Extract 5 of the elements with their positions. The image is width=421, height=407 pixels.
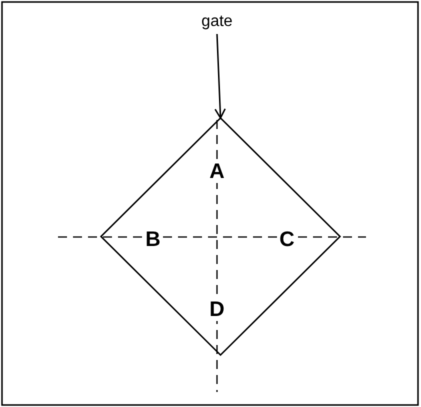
region-letter: A: [208, 161, 226, 183]
gate-label: gate: [197, 12, 237, 32]
diamond-outline: [101, 118, 340, 355]
region-letter: D: [208, 299, 226, 321]
arrow: [214, 34, 226, 119]
